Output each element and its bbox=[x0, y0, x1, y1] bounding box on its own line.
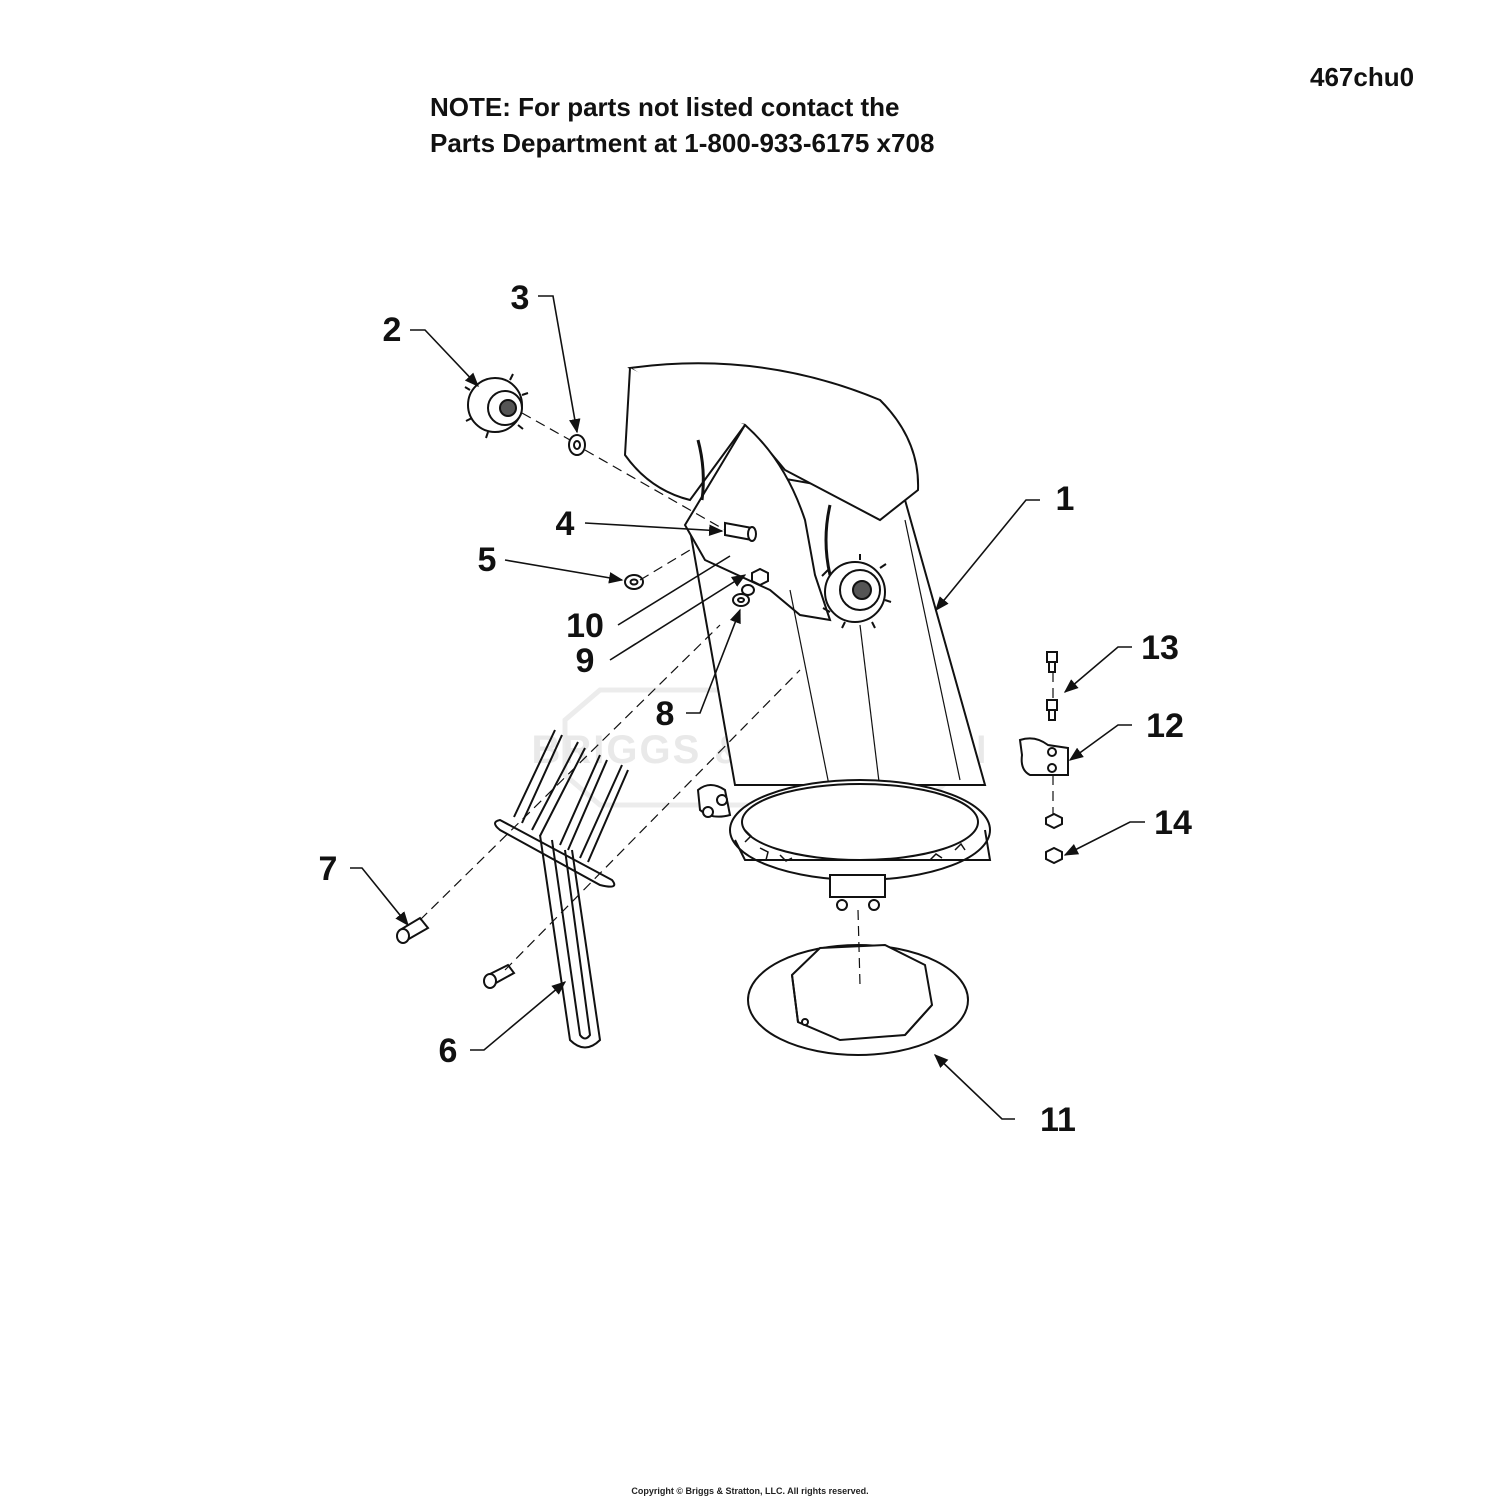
washer-part-5 bbox=[624, 574, 644, 590]
leader-lines bbox=[350, 295, 1145, 1120]
drawing-code: 467chu0 bbox=[1310, 62, 1415, 92]
callout-labels: 1 2 3 4 5 6 7 8 9 10 11 12 13 14 bbox=[319, 279, 1192, 1139]
callout-10: 10 bbox=[566, 607, 604, 645]
callout-14: 14 bbox=[1154, 804, 1192, 842]
callout-2: 2 bbox=[383, 311, 402, 349]
chute-body bbox=[623, 362, 992, 911]
callout-5: 5 bbox=[478, 541, 497, 579]
clamp-hardware-12-13-14 bbox=[1018, 651, 1069, 865]
knob-part-2 bbox=[464, 373, 529, 439]
washer-part-3 bbox=[568, 434, 586, 456]
callout-7: 7 bbox=[319, 850, 338, 888]
callout-3: 3 bbox=[511, 279, 530, 317]
callout-6: 6 bbox=[439, 1032, 458, 1070]
chute-ring-part-11 bbox=[747, 943, 969, 1056]
callout-11: 11 bbox=[1040, 1101, 1076, 1139]
bolt-part-4 bbox=[724, 521, 757, 542]
handle-part-6 bbox=[494, 729, 629, 1049]
callout-9: 9 bbox=[576, 642, 595, 680]
callout-8: 8 bbox=[656, 695, 675, 733]
assembly-centerlines bbox=[419, 412, 1054, 986]
callout-13: 13 bbox=[1141, 629, 1179, 667]
hardware-parts-8-9-10 bbox=[732, 567, 769, 607]
chute-adjust-knob bbox=[821, 554, 892, 629]
callout-4: 4 bbox=[556, 505, 575, 543]
bolt-part-7 bbox=[396, 916, 516, 989]
parts-note-line-1: NOTE: For parts not listed contact the bbox=[430, 92, 900, 122]
copyright-notice: Copyright © Briggs & Stratton, LLC. All … bbox=[631, 1486, 869, 1496]
callout-1: 1 bbox=[1056, 480, 1075, 518]
parts-note-line-2: Parts Department at 1-800-933-6175 x708 bbox=[430, 128, 935, 158]
callout-12: 12 bbox=[1146, 707, 1184, 745]
